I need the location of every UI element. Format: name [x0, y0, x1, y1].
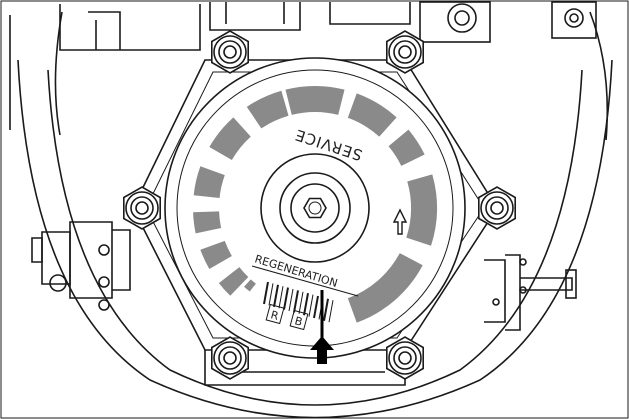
dial-segment: [193, 166, 225, 198]
scale-tick: [303, 293, 309, 316]
scale-b-label: B: [293, 314, 304, 329]
scale-tick: [293, 290, 299, 313]
dial-segment: [244, 279, 256, 292]
scale-tick: [288, 288, 294, 312]
dial-segment: [388, 129, 425, 166]
dial-segment: [218, 267, 249, 296]
hex-bolt: [211, 30, 249, 74]
dial-segments: [193, 86, 437, 323]
arrow-up-icon: [310, 336, 334, 364]
dial-segment: [200, 240, 232, 269]
scale-tick: [298, 291, 304, 314]
hex-bolt: [477, 186, 517, 230]
dial-hub-ring: [279, 172, 351, 244]
dial-segment: [347, 93, 397, 137]
dial-segment: [285, 86, 345, 115]
left-knob: [31, 221, 131, 311]
hex-bolt: [211, 336, 249, 380]
dial-segment: [246, 90, 289, 129]
scale-tick: [323, 298, 329, 321]
hub-nut: [290, 183, 340, 233]
dial-segment: [193, 211, 222, 234]
scale-tick: [263, 281, 269, 305]
dial-segment: [209, 117, 251, 160]
top-fittings: [59, 1, 597, 51]
hex-bolt: [385, 336, 425, 380]
dial-segment: [406, 174, 437, 246]
scale-r-label: R: [269, 308, 280, 323]
hub-center: [308, 201, 322, 215]
hex-socket-icon: [303, 197, 327, 219]
scale-tick: [268, 283, 274, 306]
regeneration-underline: [251, 265, 359, 297]
scale-tick: [313, 295, 319, 319]
scale-boxes: [265, 303, 309, 331]
scale-tick: [308, 294, 314, 317]
regeneration-scale: [263, 281, 334, 323]
scale-tick: [278, 286, 284, 309]
scale-tick: [283, 287, 289, 310]
scale-tick: [328, 300, 334, 323]
scale-tick: [273, 284, 279, 307]
right-screw: [484, 254, 577, 331]
hex-bolt: [123, 186, 161, 230]
bolts: [123, 30, 517, 380]
arrow-up-small-icon: [392, 208, 408, 235]
dial-hub-outer: [260, 153, 370, 263]
hex-bolt: [385, 30, 425, 74]
dial-segment: [347, 253, 423, 323]
